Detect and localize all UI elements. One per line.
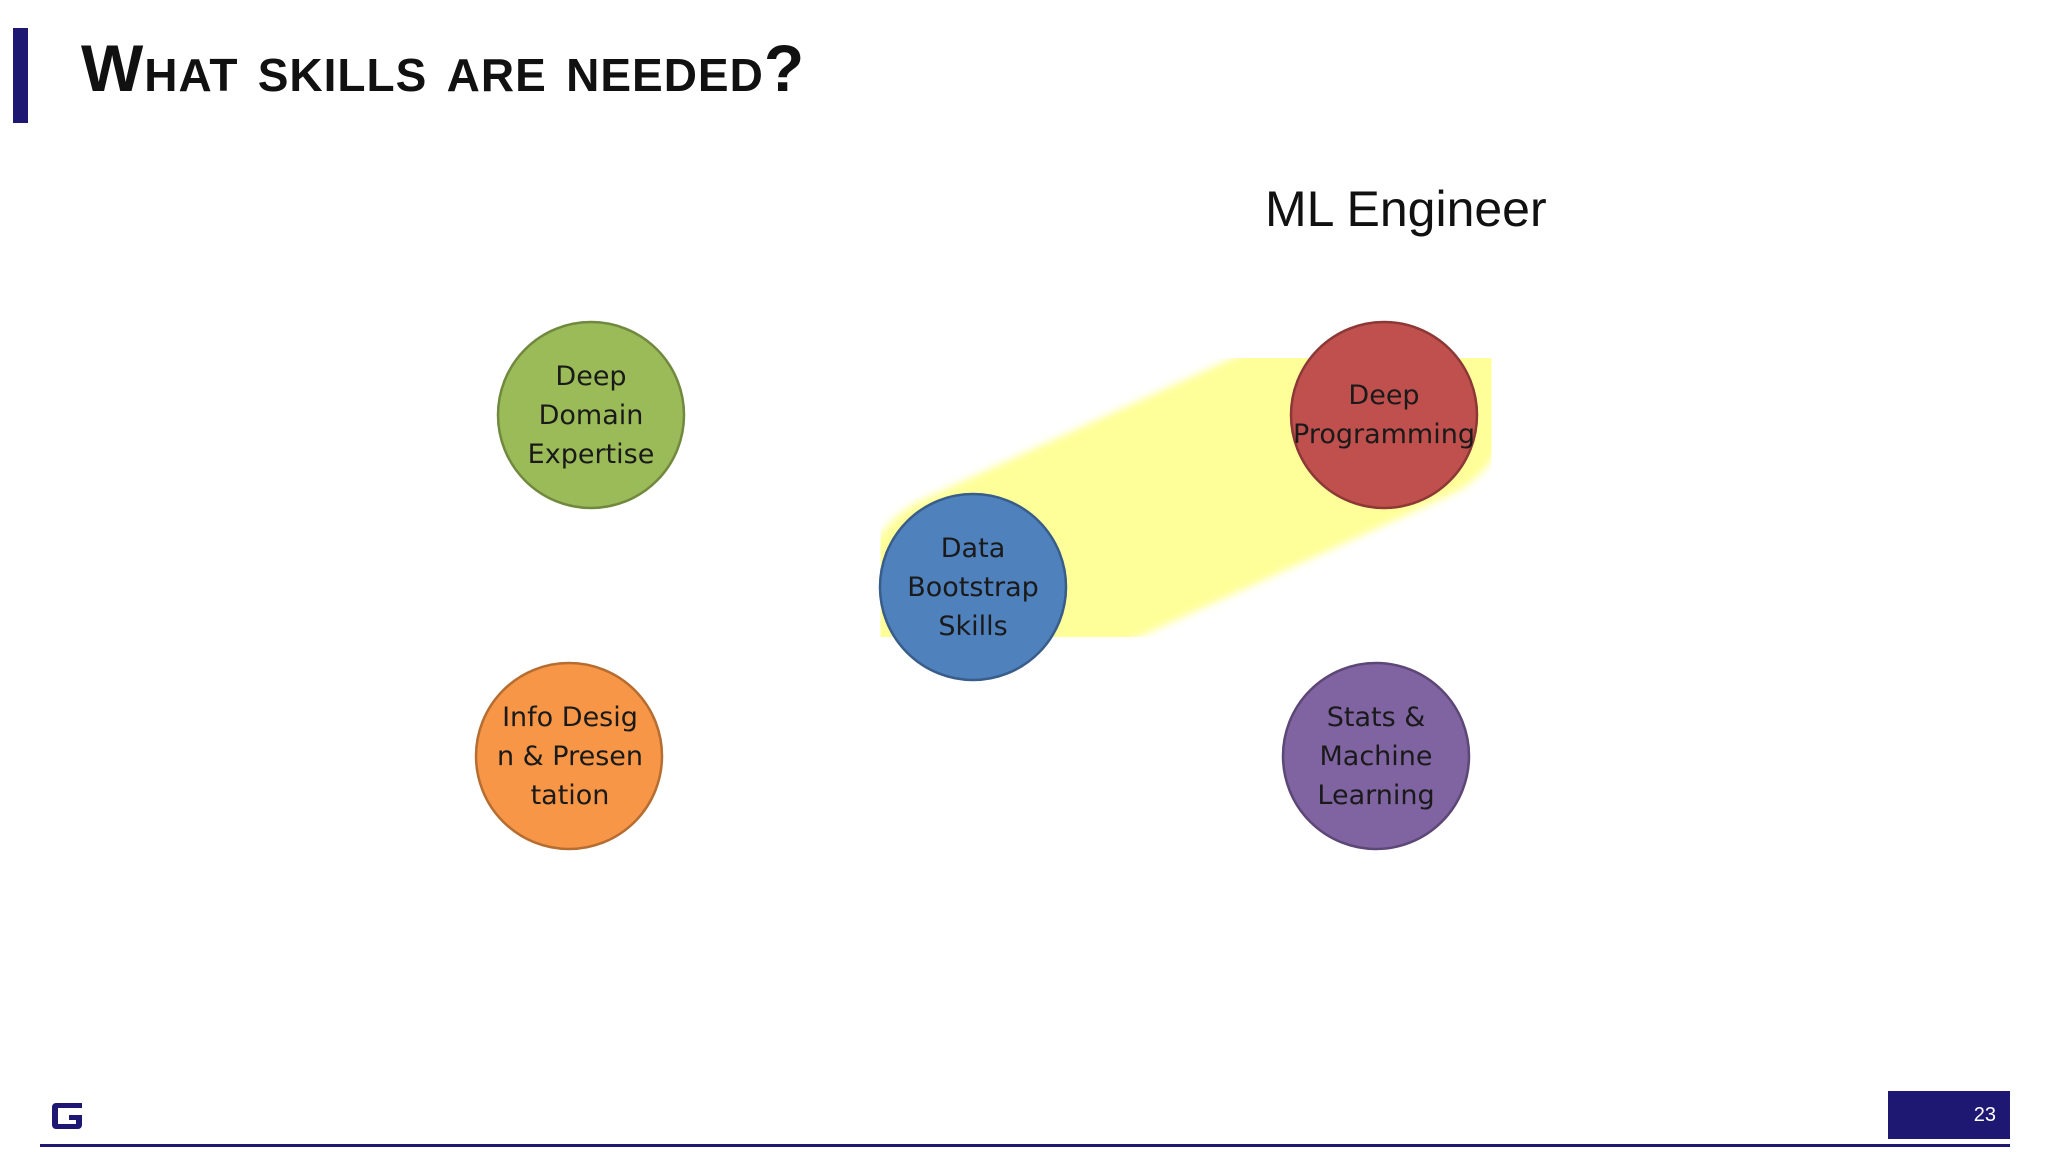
skill-circle-deep-programming: [1289, 320, 1479, 510]
skill-circle-stats-machine-learning: [1281, 661, 1471, 851]
company-logo: [52, 1103, 82, 1129]
role-label: ML Engineer: [1265, 181, 1547, 237]
title-accent-bar: [13, 28, 28, 123]
skill-circle-data-bootstrap-skills: [878, 492, 1068, 682]
skill-label-deep-programming: Deep Programming: [1293, 380, 1475, 450]
skill-label-stats-machine-learning: Stats & Machine Learning: [1317, 701, 1435, 811]
footer-divider: [40, 1144, 2010, 1147]
skill-label-info-design-presentation: Info Design & Presentation: [496, 701, 644, 811]
slide-title: What skills are needed?: [81, 31, 806, 105]
skill-label-deep-domain-expertise: Deep Domain Expertise: [527, 360, 655, 470]
skill-circle-info-design-presentation: [474, 661, 664, 851]
skill-circle-deep-domain-expertise: [496, 320, 686, 510]
page-number: 23: [1888, 1091, 2010, 1139]
skill-label-data-bootstrap-skills: Data Bootstrap Skills: [907, 532, 1039, 642]
